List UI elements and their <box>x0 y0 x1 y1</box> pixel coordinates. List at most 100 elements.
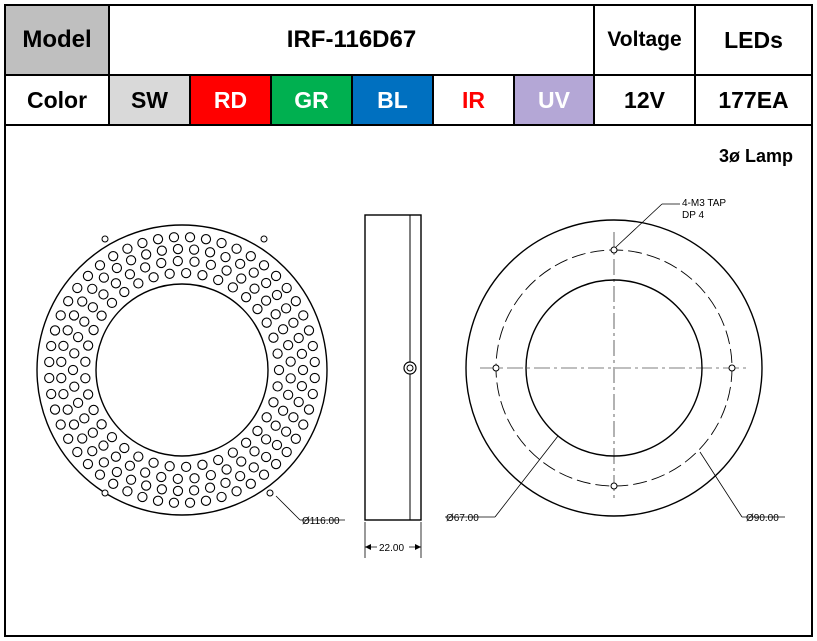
tap-hole <box>492 364 500 372</box>
led <box>68 310 80 321</box>
leds-label: LEDs <box>724 26 783 53</box>
led <box>270 458 282 470</box>
led <box>307 340 318 352</box>
led <box>96 419 107 430</box>
led <box>152 495 164 506</box>
led <box>44 372 55 384</box>
led <box>172 255 183 267</box>
led <box>80 356 91 367</box>
color-bl: BL <box>353 76 434 124</box>
led <box>227 282 239 293</box>
led <box>204 482 216 493</box>
led <box>227 447 239 458</box>
led <box>282 340 294 351</box>
led <box>124 269 136 280</box>
led <box>240 292 252 303</box>
led <box>261 317 272 328</box>
led <box>252 303 263 315</box>
led <box>87 427 98 438</box>
led <box>261 412 272 423</box>
inner-diameter-label: Ø67.00 <box>446 513 479 524</box>
led <box>220 477 231 489</box>
led <box>200 234 212 245</box>
mount-hole <box>266 489 274 497</box>
led <box>125 474 137 485</box>
led <box>298 310 309 321</box>
led <box>72 282 83 294</box>
voltage-value: 12V <box>595 76 696 124</box>
pcd-diameter-label: Ø90.00 <box>746 513 779 524</box>
led <box>281 446 292 458</box>
led <box>172 485 184 497</box>
led <box>88 404 99 416</box>
led <box>260 277 272 289</box>
led <box>56 356 67 368</box>
led <box>49 404 61 415</box>
led <box>69 348 80 359</box>
led <box>248 462 259 473</box>
led <box>152 234 164 245</box>
led <box>164 461 175 472</box>
led <box>72 397 84 409</box>
led <box>106 297 118 309</box>
led <box>168 232 180 243</box>
led <box>249 283 260 294</box>
led <box>282 389 294 400</box>
led <box>133 451 144 462</box>
side-view: 22.00 <box>364 214 422 558</box>
led <box>140 262 151 273</box>
lamp-label: 3ø Lamp <box>718 146 793 166</box>
led <box>63 296 74 307</box>
led <box>156 257 167 269</box>
spec-sheet: Model IRF-116D67 Voltage LEDs Color SW R… <box>4 4 813 637</box>
led <box>124 460 136 471</box>
outer-diameter-label: Ø116.00 <box>302 516 340 527</box>
outer-ring <box>465 219 763 517</box>
led <box>79 413 90 424</box>
led <box>180 461 192 473</box>
led <box>293 332 304 344</box>
led <box>62 404 73 415</box>
arrow-head <box>365 544 371 550</box>
thickness-label: 22.00 <box>379 543 404 554</box>
mount-hole <box>101 489 109 497</box>
arrow-head <box>415 544 421 550</box>
led-array <box>44 232 320 508</box>
led <box>296 348 308 360</box>
led <box>309 356 320 368</box>
led <box>240 437 252 448</box>
voltage-label: Voltage <box>595 6 696 74</box>
led <box>272 381 283 392</box>
led <box>268 397 279 408</box>
led <box>204 247 216 258</box>
led <box>164 268 175 279</box>
led <box>205 259 217 271</box>
led <box>67 364 79 376</box>
led <box>298 419 309 430</box>
led <box>125 255 137 266</box>
led <box>249 446 260 457</box>
cable-connector-inner <box>406 364 414 372</box>
mount-hole <box>260 235 268 243</box>
led <box>268 332 279 343</box>
led <box>236 456 247 467</box>
led <box>68 419 80 430</box>
led <box>148 457 159 468</box>
tap-note-line1: 4-M3 TAP <box>682 198 726 209</box>
led <box>260 434 272 445</box>
led <box>58 340 69 352</box>
led <box>110 451 122 462</box>
led <box>189 473 200 484</box>
led <box>309 372 320 384</box>
led <box>270 270 282 282</box>
led <box>82 270 94 282</box>
inner-leader <box>494 435 559 518</box>
led <box>156 471 167 483</box>
led <box>258 260 270 271</box>
led <box>220 251 231 263</box>
led <box>119 442 130 454</box>
led <box>184 232 196 243</box>
led <box>248 267 259 278</box>
led <box>285 373 296 384</box>
outer-ring <box>36 224 328 516</box>
